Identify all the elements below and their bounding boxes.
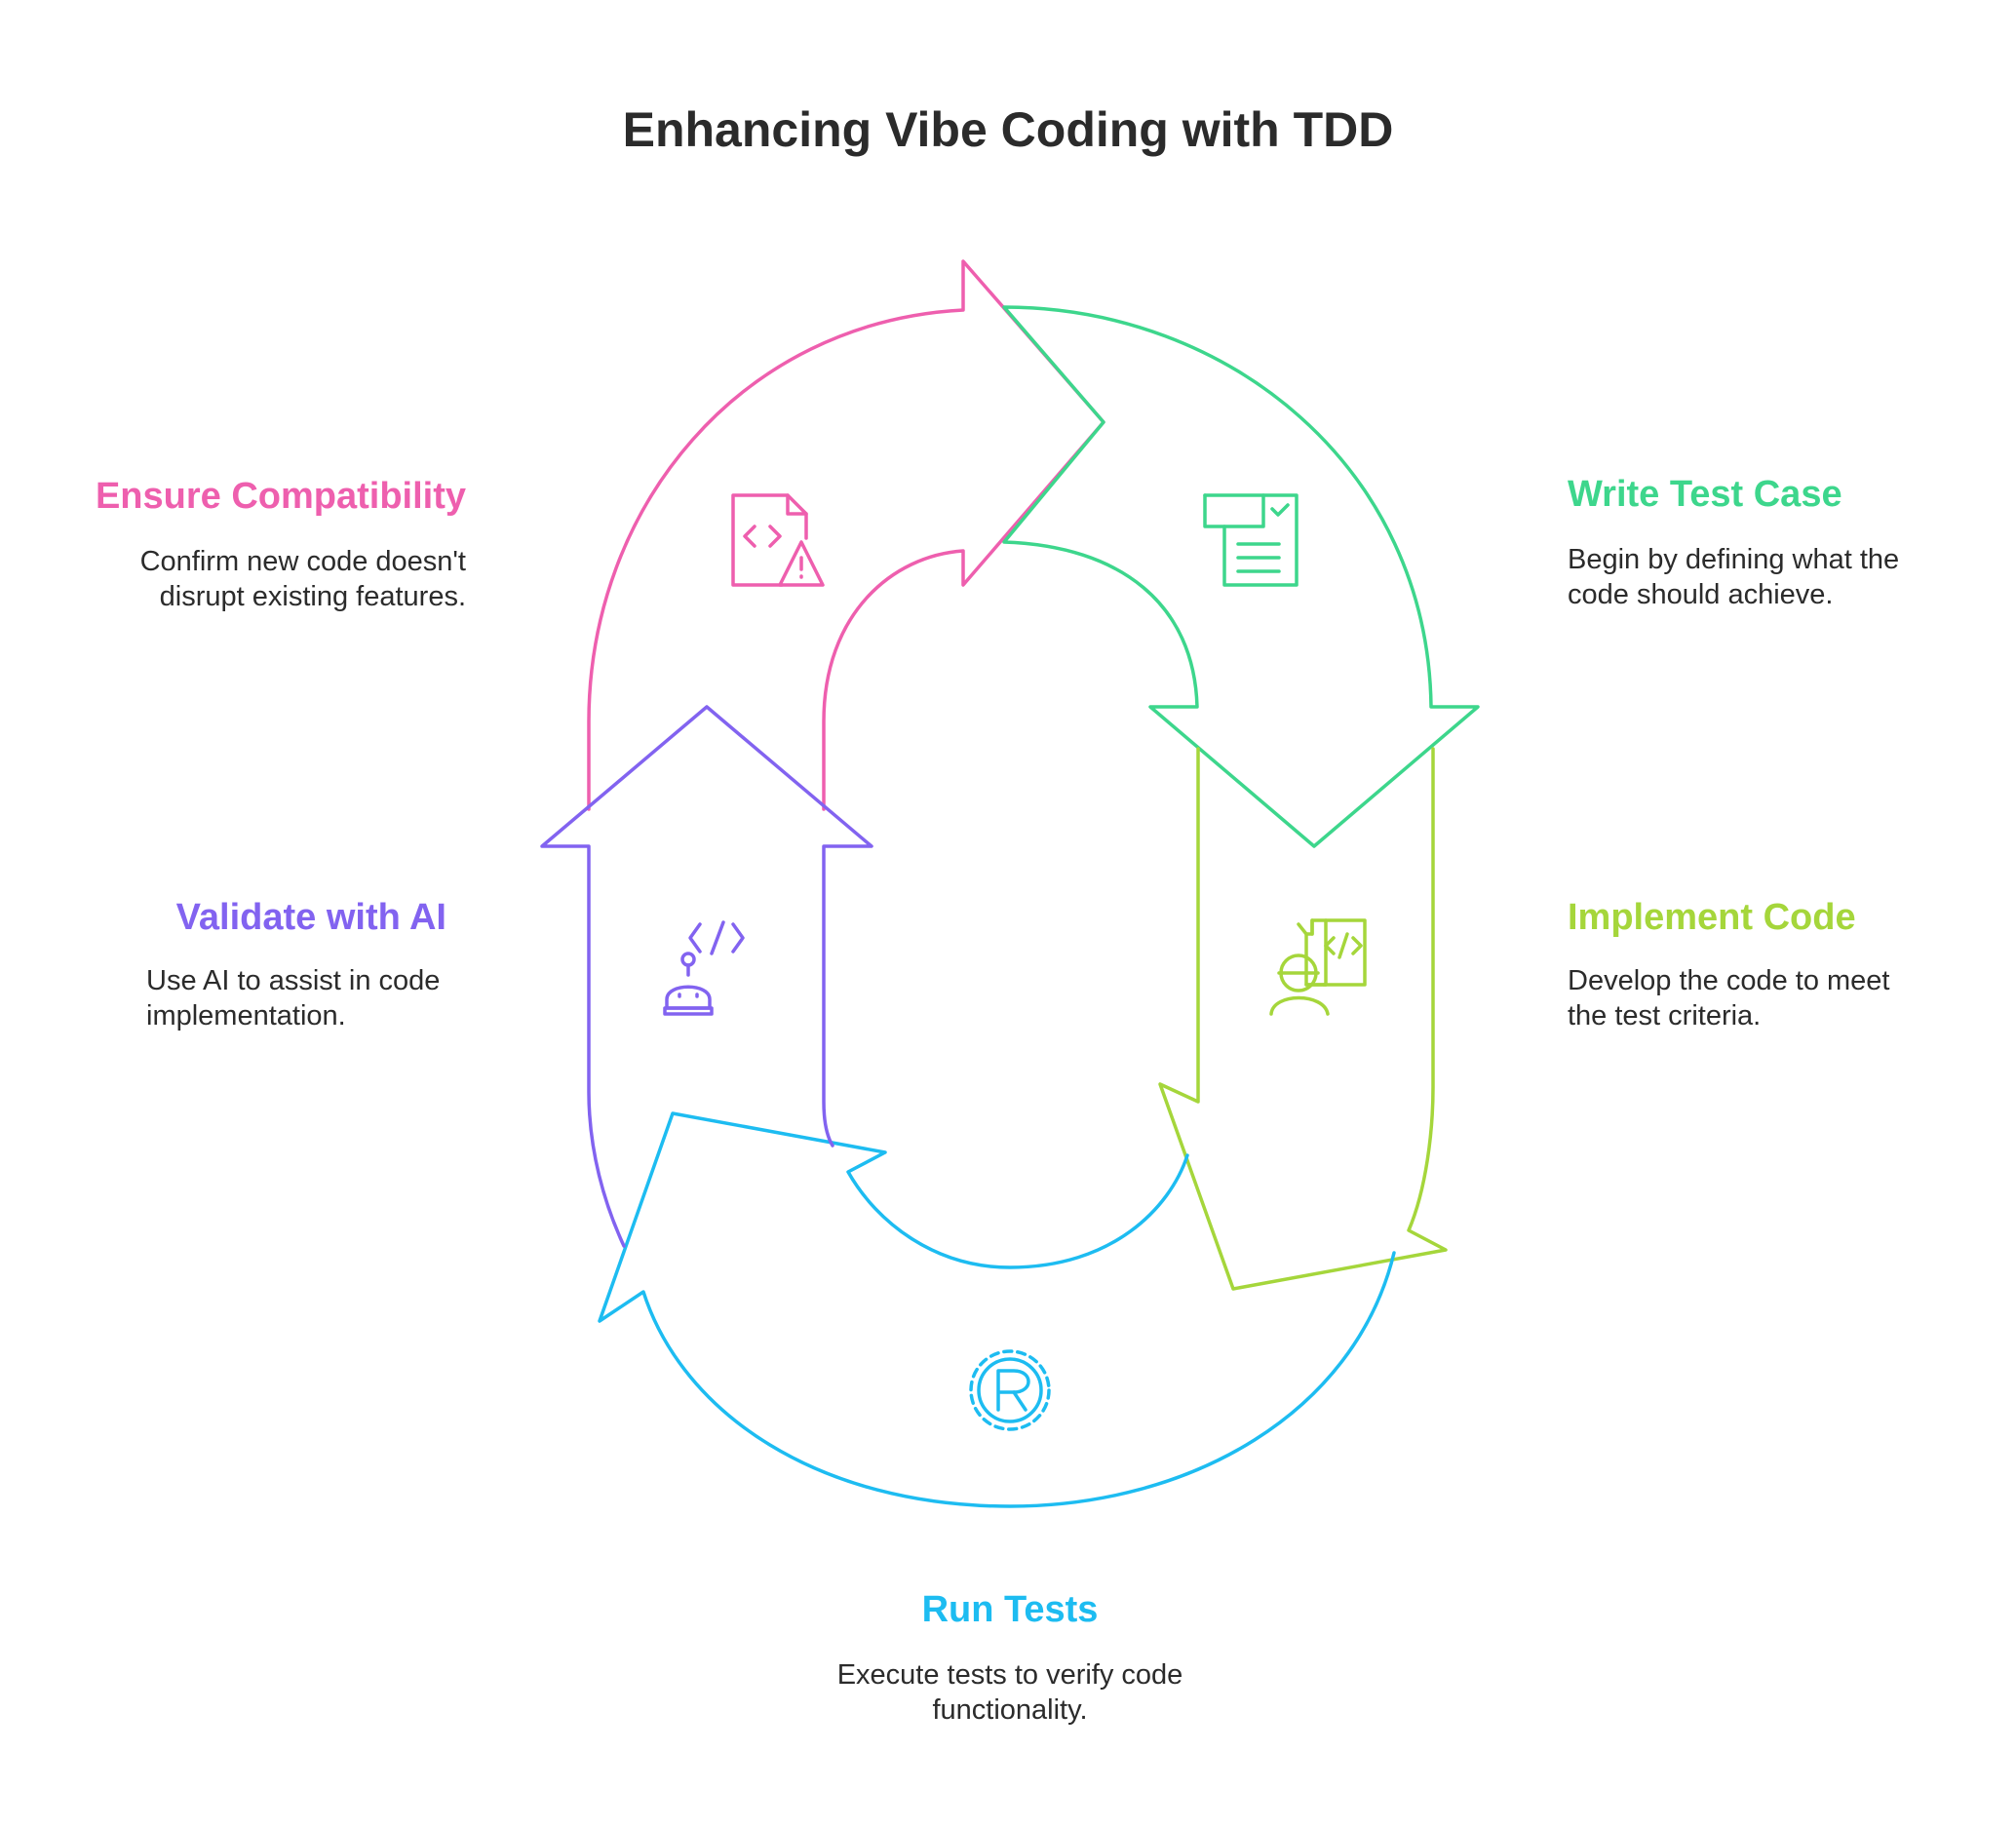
step-heading-ensure: Ensure Compatibility (95, 476, 466, 517)
gear-r-icon (969, 1349, 1051, 1431)
step-desc-run-line2: functionality. (932, 1694, 1088, 1726)
step-desc-implement-line1: Develop the code to meet (1568, 965, 1890, 996)
run-arrow (598, 1111, 1396, 1508)
step-desc-validate: Use AI to assist in code implementation. (146, 963, 468, 1033)
ai-robot-code-icon (663, 920, 745, 1016)
step-desc-write-line2: code should achieve. (1568, 579, 1834, 610)
validate-arrow (540, 705, 873, 1248)
code-file-warning-icon (731, 493, 825, 587)
step-heading-run: Run Tests (921, 1589, 1099, 1630)
step-desc-write: Begin by defining what the code should a… (1568, 542, 1899, 612)
step-desc-run: Execute tests to verify code functionali… (766, 1657, 1254, 1728)
write-arrow (1002, 305, 1480, 848)
step-desc-write-line1: Begin by defining what the (1568, 544, 1900, 575)
step-desc-run-line1: Execute tests to verify code (836, 1659, 1183, 1691)
step-heading-write: Write Test Case (1568, 474, 1842, 515)
developer-icon (1269, 918, 1367, 1016)
step-desc-validate-line2: implementation. (146, 1000, 346, 1031)
test-document-icon (1203, 493, 1299, 587)
implement-arrow (1158, 747, 1448, 1291)
step-heading-implement: Implement Code (1568, 897, 1856, 938)
step-desc-implement-line2: the test criteria. (1568, 1000, 1762, 1031)
step-desc-ensure-line1: Confirm new code doesn't (139, 546, 466, 577)
ensure-arrow (587, 259, 1105, 811)
step-desc-ensure: Confirm new code doesn't disrupt existin… (78, 544, 466, 614)
step-desc-ensure-line2: disrupt existing features. (159, 581, 466, 612)
step-desc-validate-line1: Use AI to assist in code (146, 965, 441, 996)
step-heading-validate: Validate with AI (175, 897, 446, 938)
diagram-title: Enhancing Vibe Coding with TDD (622, 102, 1394, 157)
step-desc-implement: Develop the code to meet the test criter… (1568, 963, 1889, 1033)
